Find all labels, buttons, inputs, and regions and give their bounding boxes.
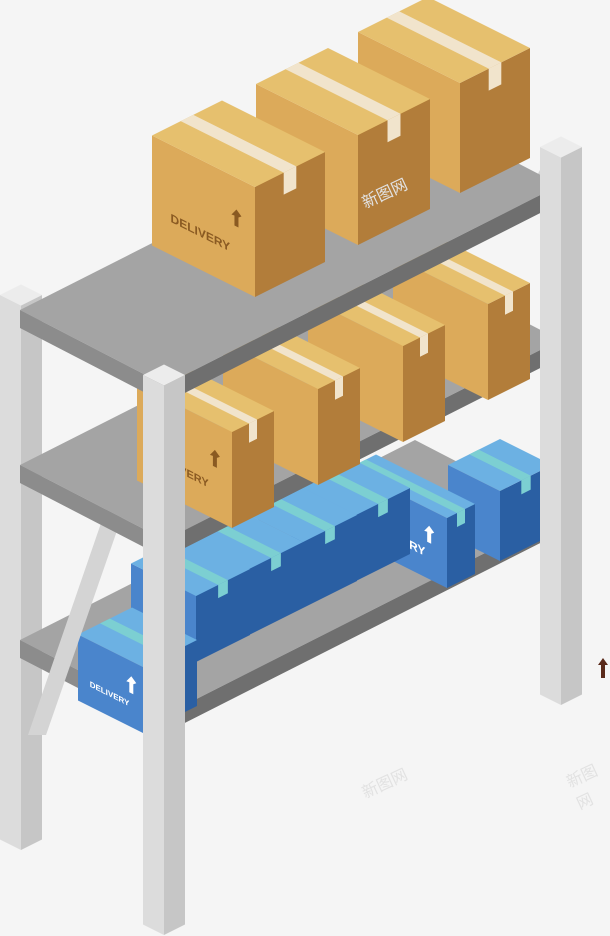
top-shelf-front [165, 185, 560, 403]
tape-icon [386, 11, 502, 69]
cardboard-box-side-face [403, 325, 445, 442]
cardboard-box-side-face [358, 99, 430, 245]
front-post-side [164, 375, 185, 935]
left-post-front [0, 295, 21, 850]
right-post-top [540, 136, 582, 158]
blue-box-side-face [356, 488, 410, 581]
blue-box-side-face [500, 465, 552, 561]
cardboard-box-side-face [460, 48, 530, 193]
right-post-side [561, 147, 582, 705]
tape-icon [285, 62, 401, 121]
this-side-up-arrow-icon [126, 676, 137, 695]
tape-icon [206, 520, 281, 558]
blue-box-side-face [249, 542, 303, 635]
tape-icon [469, 449, 531, 481]
cardboard-box-side-face [318, 368, 360, 485]
this-side-up-arrow-icon [209, 449, 220, 468]
front-post-top [143, 364, 185, 386]
tape-icon [378, 499, 388, 518]
this-side-up-arrow-icon [231, 209, 242, 228]
front-post-front [143, 375, 164, 935]
tape-icon [325, 526, 335, 545]
middle-shelf-side [20, 465, 165, 558]
blue-box-side-face [196, 569, 250, 662]
cardboard-box-front-face [152, 135, 255, 297]
tape-icon [505, 291, 513, 315]
tape-icon [488, 62, 502, 91]
tape-icon [283, 166, 297, 195]
left-post-top [0, 284, 42, 306]
tape-icon [387, 113, 401, 143]
tape-icon [180, 114, 297, 173]
blue-box-side-face [447, 504, 475, 588]
left-post-side [21, 295, 42, 850]
tape-icon [420, 333, 428, 357]
arrow-icon [598, 658, 608, 678]
top-shelf-side [20, 310, 165, 403]
blue-box-front-face [78, 634, 143, 733]
tape-icon [457, 509, 465, 527]
cardboard-box-side-face [255, 152, 325, 297]
tape-icon [335, 376, 343, 400]
tape-icon [249, 419, 257, 443]
cardboard-box-side-face [232, 411, 274, 528]
tape-icon [218, 580, 228, 599]
this-side-up-arrow-icon [424, 525, 435, 544]
cardboard-box-side-face [488, 283, 530, 400]
tape-icon [271, 553, 281, 572]
right-post-front [540, 147, 561, 705]
tape-icon [260, 493, 335, 531]
blue-box-side-face [303, 515, 357, 608]
tape-icon [521, 475, 531, 495]
tape-icon [358, 459, 465, 513]
